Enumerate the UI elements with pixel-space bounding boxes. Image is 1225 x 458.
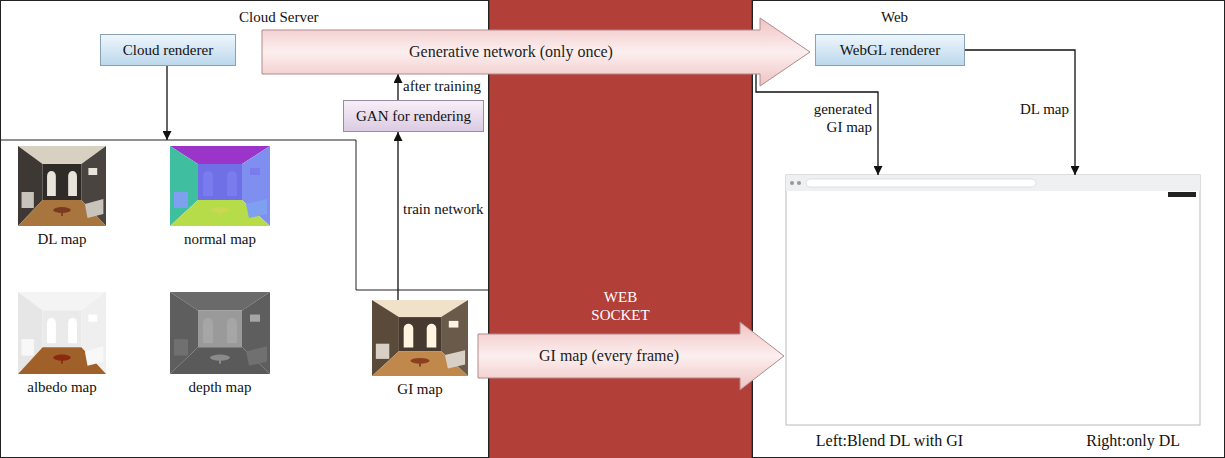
image-caption: DL map [37, 230, 86, 248]
gi-stream-arrow: GI map (every frame) [478, 334, 740, 378]
dl-map-image: DL map [18, 146, 106, 248]
dl-map-picture [18, 146, 106, 226]
panel-heading: Cloud Server [239, 8, 319, 26]
caption-row: Left:Blend DL with GIRight:only DL [786, 431, 1200, 450]
panel-heading: Web [881, 8, 908, 26]
image-caption: depth map [189, 378, 252, 396]
normal-map-image: normal map [170, 146, 270, 248]
gi-map-picture [372, 300, 468, 376]
browser-badge [1168, 192, 1196, 197]
direct-light-render [993, 191, 1200, 425]
connector-arrow [397, 132, 398, 300]
renderer-box: Cloud renderer [100, 34, 236, 66]
browser-window [786, 175, 1200, 425]
block-arrow-outline [478, 322, 784, 390]
screenshot-caption: Left:Blend DL with GI [786, 431, 993, 450]
depth-map-image: depth map [170, 292, 270, 396]
gi-map-image: GI map [372, 300, 468, 398]
webgl-renderer-box: WebGL renderer [815, 34, 965, 66]
box-label: Cloud renderer [123, 41, 213, 59]
arrow-label: Generative network (only once) [409, 42, 613, 61]
browser-screenshot: Left:Blend DL with GIRight:only DL [786, 175, 1200, 450]
image-caption: GI map [397, 380, 442, 398]
render-output-arrow [166, 66, 167, 140]
connector-arrow [965, 50, 1075, 175]
box-label: GAN for rendering [356, 107, 471, 125]
browser-frame [786, 175, 1200, 425]
connector-arrow [756, 74, 878, 175]
web-panel: WebWebGL rendererLeft:Blend DL with GIRi… [752, 0, 1225, 458]
browser-button [790, 181, 794, 185]
band-label: WEB SOCKET [586, 288, 656, 324]
albedo-map-picture [18, 292, 106, 374]
box-label: WebGL renderer [840, 41, 940, 59]
edge-label: after training [403, 77, 481, 95]
edge-label: DL map [1009, 100, 1069, 118]
arrow-label: GI map (every frame) [539, 346, 679, 365]
screenshot-caption: Right:only DL [993, 431, 1200, 450]
browser-address-bar [806, 179, 1036, 187]
normal-map-picture [170, 146, 270, 226]
depth-map-picture [170, 292, 270, 374]
blended-render [786, 191, 993, 425]
browser-toolbar [786, 175, 1200, 191]
image-caption: albedo map [27, 378, 97, 396]
buffer-region-outline [0, 140, 488, 290]
image-caption: normal map [184, 230, 256, 248]
generative-network-arrow: Generative network (only once) [262, 30, 760, 74]
albedo-map-image: albedo map [18, 292, 106, 396]
edge-label: train network [403, 200, 483, 218]
edge-label: generated GI map [802, 100, 872, 136]
connector-arrow [397, 74, 398, 100]
gan-box: GAN for rendering [343, 100, 484, 132]
browser-button [797, 181, 801, 185]
